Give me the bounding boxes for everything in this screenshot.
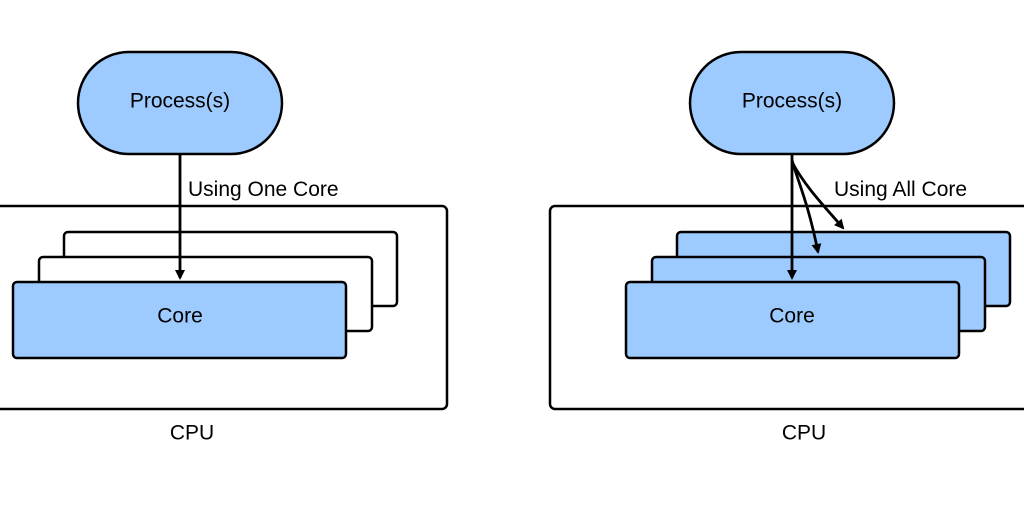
right-panel: Core Process(s) Using All Core CPU	[548, 50, 1024, 445]
right-cpu-label: CPU	[782, 422, 826, 445]
right-arrow-label: Using All Core	[834, 178, 967, 201]
left-process-label: Process(s)	[130, 90, 230, 113]
right-process-label: Process(s)	[742, 90, 842, 113]
right-core-label: Core	[769, 305, 815, 328]
left-core-front	[11, 280, 348, 360]
right-arrow-back-core	[790, 161, 845, 230]
left-cpu-label: CPU	[170, 422, 214, 445]
left-core-label: Core	[157, 305, 203, 328]
left-arrow-label: Using One Core	[188, 178, 339, 201]
right-core-front	[624, 280, 961, 360]
left-panel: Core Process(s) Using One Core CPU	[0, 50, 449, 445]
left-cpu-frame	[0, 204, 449, 411]
